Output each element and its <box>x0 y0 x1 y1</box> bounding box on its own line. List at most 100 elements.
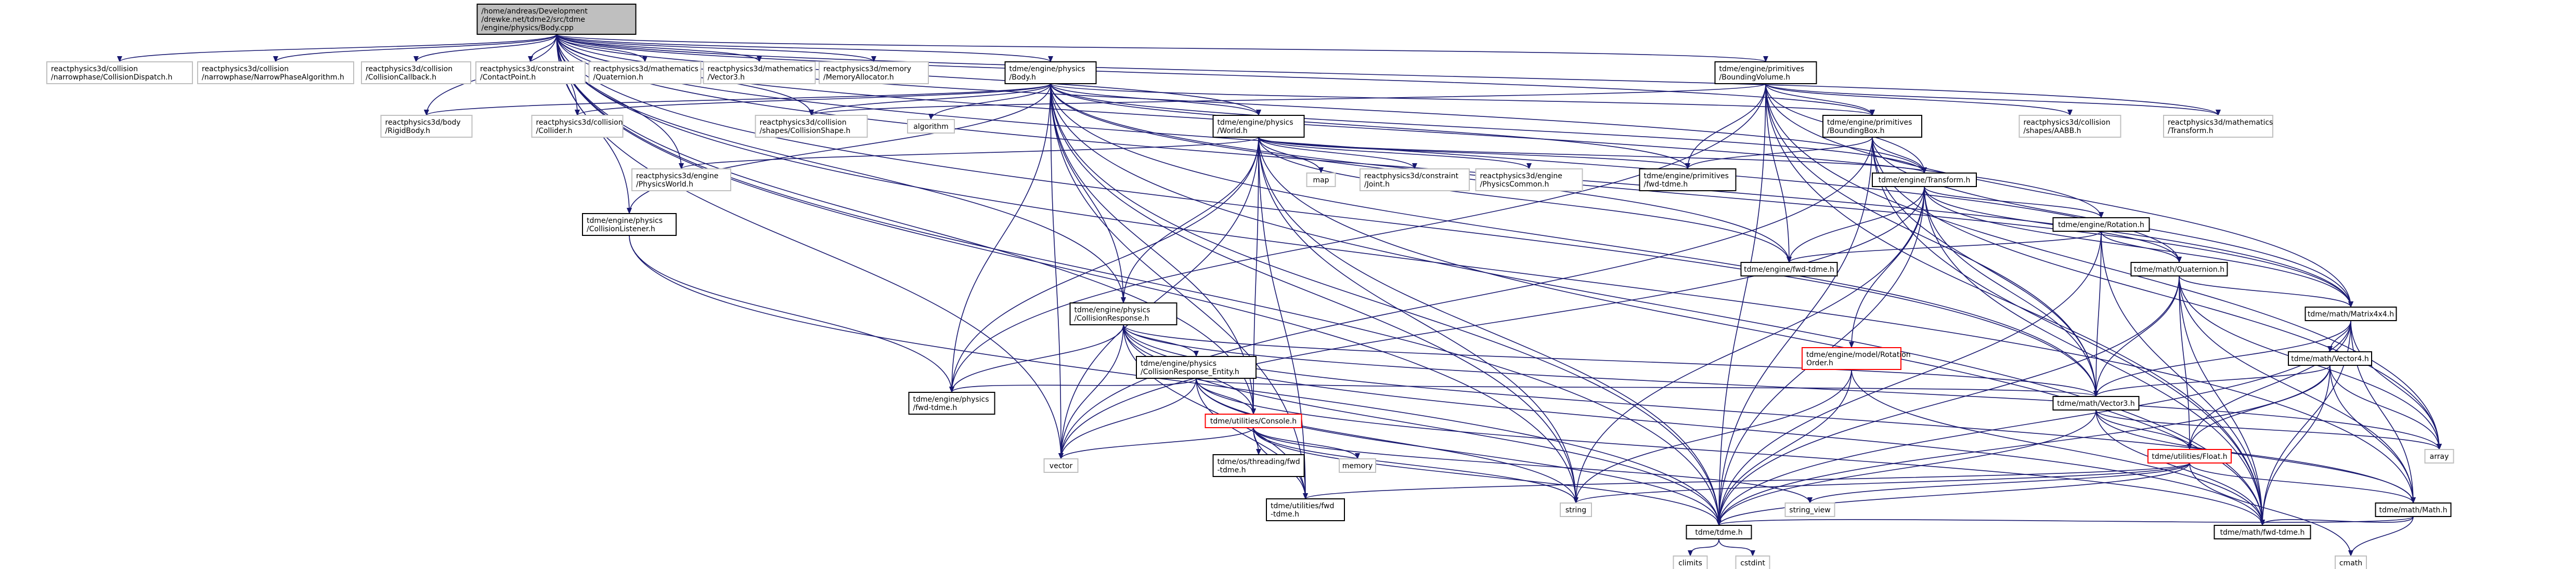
node-label-line: tdme/os/threading/fwd <box>1218 458 1300 466</box>
node-float-h[interactable]: tdme/utilities/Float.h <box>2147 449 2232 464</box>
node-box <box>819 61 929 84</box>
edge-root-to-body_h <box>556 34 1053 62</box>
edge-body_h-to-prim_fwd <box>1050 83 1690 169</box>
node-world-h[interactable]: tdme/engine/physics/World.h <box>1212 115 1305 138</box>
edge-body_h-to-rigidbody <box>424 83 1051 116</box>
node-box <box>475 61 586 84</box>
edge-body_h-to-math_fwd <box>1050 83 2265 526</box>
node-colllistener[interactable]: tdme/engine/physics/CollisionListener.h <box>582 213 677 236</box>
edge-entity_h-to-util_fwd <box>1196 378 1308 499</box>
edge-root-to-memalloc <box>556 34 876 62</box>
edge-console_h-to-string <box>1253 427 1578 504</box>
node-box <box>1872 173 1977 187</box>
node-collresponse[interactable]: tdme/engine/physics/CollisionResponse.h <box>1069 302 1177 325</box>
node-bbox[interactable]: tdme/engine/primitives/BoundingBox.h <box>1822 115 1922 138</box>
node-phys-fwd[interactable]: tdme/engine/physics/fwd-tdme.h <box>908 392 995 415</box>
node-vector3[interactable]: tdme/math/Vector3.h <box>2052 396 2140 411</box>
node-label-line: /shapes/CollisionShape.h <box>760 127 851 135</box>
node-prim-fwd[interactable]: tdme/engine/primitives/fwd-tdme.h <box>1639 168 1737 191</box>
edge-rotorder-to-tdme_h <box>1716 369 1852 526</box>
edge-rotation_h-to-tdme_h <box>1716 231 2102 526</box>
node-label-line: reactphysics3d/engine <box>636 172 718 180</box>
node-transform-h[interactable]: tdme/engine/Transform.h <box>1872 173 1977 187</box>
edge-console_h-to-memory <box>1253 427 1360 459</box>
node-box <box>907 119 955 134</box>
node-label-line: /narrowphase/NarrowPhaseAlgorithm.h <box>202 73 344 82</box>
node-label-line: tdme/engine/Transform.h <box>1879 176 1971 184</box>
edge-float_h-to-math_h <box>2189 462 2416 504</box>
edge-rotation_h-to-vector3 <box>2093 231 2102 397</box>
edge-float_h-to-tdme_h <box>1716 462 2190 526</box>
edge-body_h-to-matrix4x4 <box>1050 83 2353 308</box>
node-box <box>1136 356 1257 379</box>
node-math-fwd[interactable]: tdme/math/fwd-tdme.h <box>2213 525 2311 539</box>
edge-root-to-bvol <box>556 34 1768 62</box>
node-quaternion-r3d: reactphysics3d/mathematics/Quaternion.h <box>588 61 702 84</box>
edge-root-to-console_h <box>556 34 1256 415</box>
node-box <box>1205 414 1302 428</box>
node-label-line: /BoundingBox.h <box>1827 127 1885 135</box>
edge-body_h-to-collresponse <box>1050 83 1126 303</box>
edge-bbox-to-prim_fwd <box>1685 137 1873 169</box>
node-vector4[interactable]: tdme/math/Vector4.h <box>2288 351 2372 366</box>
node-threading-fwd[interactable]: tdme/os/threading/fwd-tdme.h <box>1212 454 1305 477</box>
node-box <box>1714 61 1817 84</box>
node-label-line: reactphysics3d/mathematics <box>593 65 698 73</box>
edge-body_h-to-string <box>1050 83 1578 504</box>
node-string: string <box>1560 502 1592 517</box>
node-box <box>2424 449 2454 464</box>
edge-vector3-to-float_h <box>2095 409 2192 450</box>
edge-float_h-to-cmath <box>2189 462 2353 557</box>
edge-root-to-transform_r3d <box>556 34 2221 116</box>
node-algorithm: algorithm <box>907 119 955 134</box>
node-rotation-h[interactable]: tdme/engine/Rotation.h <box>2052 217 2150 232</box>
node-entity-h[interactable]: tdme/engine/physics/CollisionResponse_En… <box>1136 356 1257 379</box>
node-array: array <box>2424 449 2454 464</box>
edge-console_h-to-vector <box>1058 427 1254 459</box>
edge-bbox-to-transform_h <box>1872 137 1927 174</box>
node-box <box>703 61 816 84</box>
node-engine-fwd[interactable]: tdme/engine/fwd-tdme.h <box>1740 262 1838 276</box>
edge-float_h-to-string_view <box>1807 462 2190 504</box>
node-root[interactable]: /home/andreas/Development/drewke.net/tdm… <box>476 4 637 35</box>
edge-bvol-to-prim_fwd <box>1685 83 1766 169</box>
node-box <box>1740 262 1838 276</box>
node-box <box>2130 262 2228 276</box>
node-label-line: tdme/engine/primitives <box>1827 118 1912 127</box>
edge-collresponse-to-vector3 <box>1123 324 2099 397</box>
edge-root-to-narrowphasealgo <box>273 34 557 62</box>
node-label-line: cstdint <box>1740 559 1765 567</box>
node-matrix4x4[interactable]: tdme/math/Matrix4x4.h <box>2305 307 2397 321</box>
edge-body_h-to-world_h <box>1050 83 1261 116</box>
node-quaternion-h[interactable]: tdme/math/Quaternion.h <box>2130 262 2228 276</box>
node-cstdint: cstdint <box>1735 555 1770 569</box>
node-box <box>1043 458 1079 473</box>
edge-matrix4x4-to-array <box>2350 320 2442 450</box>
edge-console_h-to-string_view <box>1253 427 1813 504</box>
node-bvol[interactable]: tdme/engine/primitives/BoundingVolume.h <box>1714 61 1817 84</box>
node-label-line: reactphysics3d/collision <box>760 118 847 127</box>
node-box <box>1639 168 1737 191</box>
node-label-line: /drewke.net/tdme2/src/tdme <box>482 16 586 24</box>
edge-quaternion_h-to-math_h <box>2179 275 2416 504</box>
edge-world_h-to-physicsworld <box>679 137 1259 169</box>
node-label-line: -tdme.h <box>1218 466 1246 474</box>
node-tdme-h[interactable]: tdme/tdme.h <box>1686 525 1752 539</box>
edge-transform_h-to-vector3 <box>1924 186 2099 397</box>
node-box <box>1802 347 1901 370</box>
edge-bbox-to-array <box>1872 137 2442 450</box>
node-label-line: /Vector3.h <box>708 73 745 82</box>
node-body-h[interactable]: tdme/engine/physics/Body.h <box>1004 61 1097 84</box>
edge-world_h-to-phys_fwd <box>949 137 1259 393</box>
edge-vector4-to-array <box>2329 365 2442 450</box>
edge-math_h-to-cmath <box>2348 516 2414 557</box>
node-math-h[interactable]: tdme/math/Math.h <box>2375 502 2452 517</box>
edge-entity_h-to-math_fwd <box>1196 378 2265 526</box>
node-console-h[interactable]: tdme/utilities/Console.h <box>1205 414 1302 428</box>
node-box <box>380 115 473 138</box>
edge-root-to-collisioncallback <box>413 34 557 62</box>
node-util-fwd[interactable]: tdme/utilities/fwd-tdme.h <box>1266 498 1345 521</box>
node-box <box>1004 61 1097 84</box>
